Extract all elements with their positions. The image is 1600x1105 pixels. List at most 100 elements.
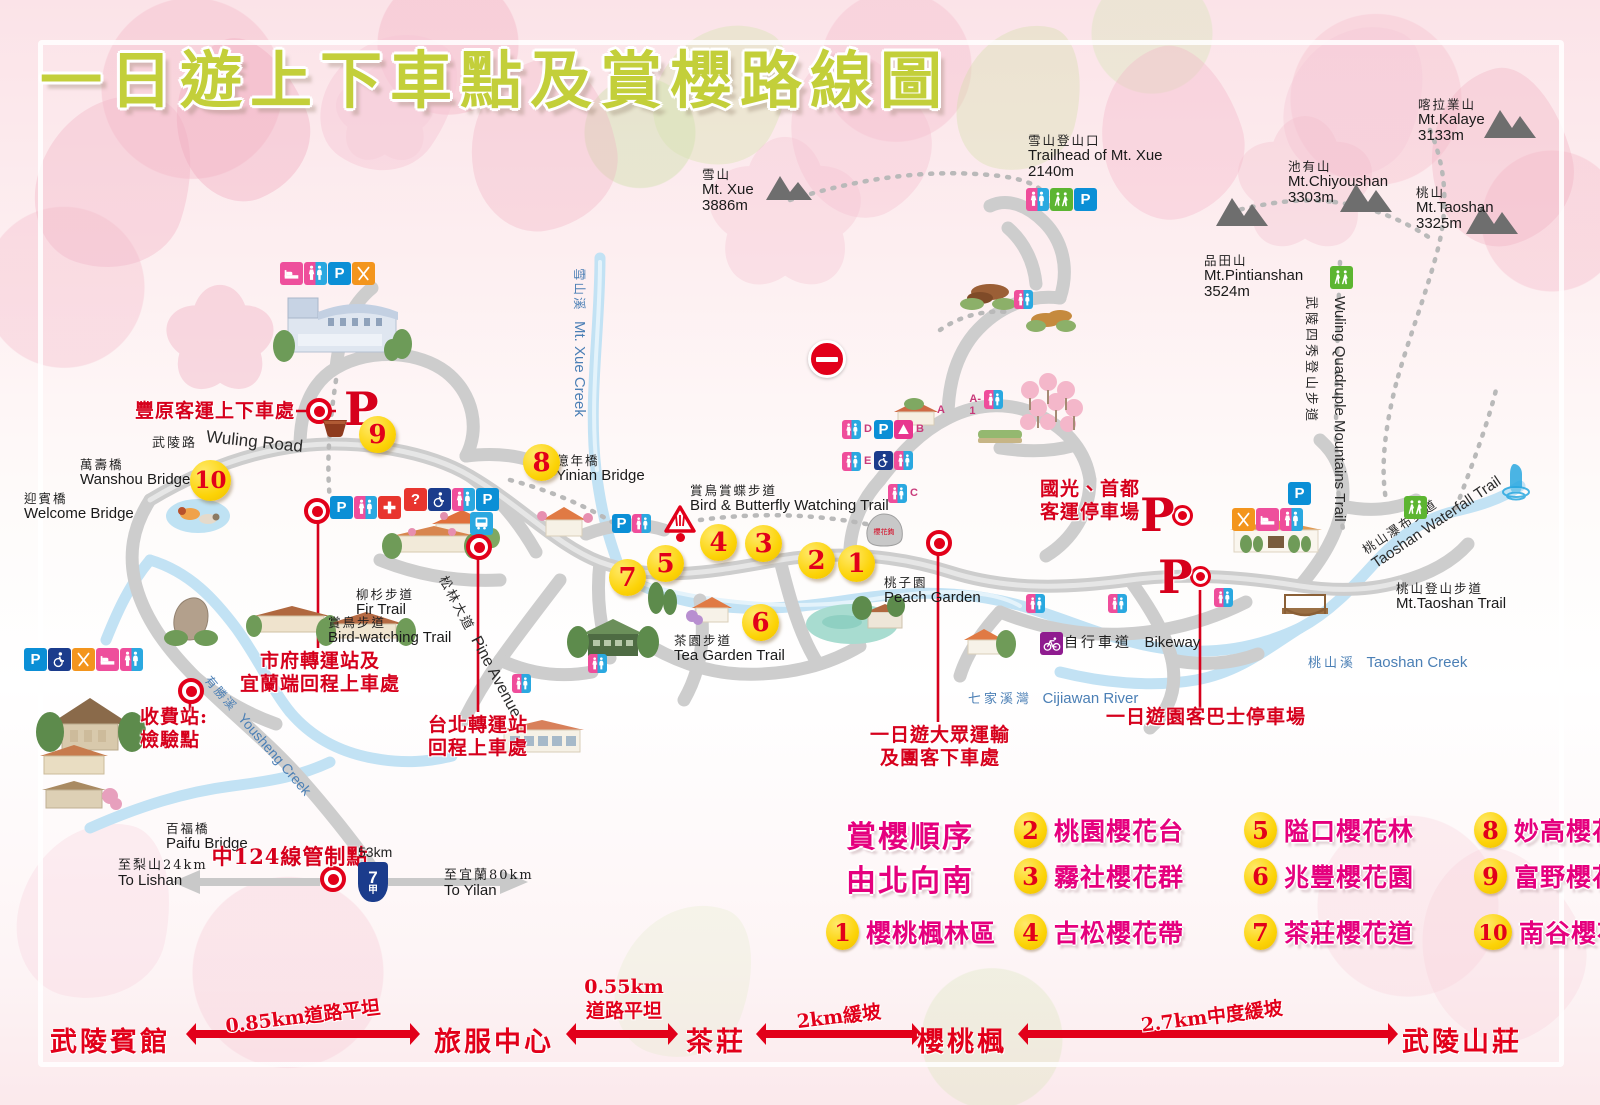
hiking-icon — [1330, 266, 1353, 289]
building-small-house-1 — [537, 507, 593, 537]
stop-marker-daytrip-transit[interactable] — [926, 530, 952, 556]
parking-letter-daytrip-bus: P — [1158, 550, 1193, 604]
bicycle-icon — [1040, 632, 1063, 655]
accessible-icon — [48, 648, 71, 671]
parking-icon: P — [1074, 188, 1097, 211]
scale-distance-1-line2: 道路平坦 — [585, 999, 663, 1022]
label-welcome-bridge: 迎賓橋 Welcome Bridge — [24, 491, 134, 522]
icon-group-campsite-acc-wc — [874, 451, 913, 470]
stop-marker-toll-station[interactable] — [178, 678, 204, 704]
mountain-glyph-pintianshan — [1216, 198, 1268, 226]
waterfall-icon — [1502, 464, 1530, 501]
legend-badge-1: 1 — [826, 914, 859, 950]
legend-label-4: 古松櫻花帶 — [1054, 919, 1185, 948]
legend-item-9[interactable]: 9富野櫻花區 — [1474, 858, 1600, 894]
restroom-icon — [842, 420, 861, 439]
scale-node-2: 茶莊 — [686, 1027, 746, 1058]
route-number-10[interactable]: 10 — [190, 460, 231, 501]
campsite-tag-b: B — [916, 423, 924, 435]
building-small-house-2 — [686, 597, 732, 625]
building-small-house-3 — [964, 629, 1016, 658]
stop-marker-daytrip-bus-parking[interactable] — [1190, 566, 1211, 587]
campsite-tag-a1: A-1 — [969, 393, 981, 417]
label-bikeway: 自行車道 Bikeway — [1064, 634, 1201, 651]
scale-distance-1-line1: 0.55km — [584, 976, 664, 998]
icon-group-bus-stop — [470, 512, 493, 535]
suspension-bridge — [1282, 594, 1328, 617]
restroom-icon — [1280, 508, 1303, 531]
route-number-7[interactable]: 7 — [609, 559, 646, 596]
stop-marker-taipei-transfer[interactable] — [466, 534, 492, 560]
route-shield: 7 甲 — [358, 862, 388, 902]
stop-marker-kuokuang-parking[interactable] — [1172, 505, 1193, 526]
teacup-icon — [320, 416, 350, 447]
legend-label-8: 妙高櫻花坡 — [1514, 817, 1600, 846]
icon-group-right-wc-2 — [1108, 594, 1127, 613]
icon-group-quadruple-hike — [1330, 266, 1353, 289]
restroom-icon — [588, 654, 607, 673]
mushroom-illustration — [960, 284, 1016, 310]
bus-icon — [470, 512, 493, 535]
route-number-6[interactable]: 6 — [742, 604, 779, 641]
scale-arrows — [186, 1023, 1398, 1045]
route-number-1[interactable]: 1 — [838, 545, 875, 582]
scale-node-3: 櫻桃楓 — [917, 1027, 1007, 1058]
legend-badge-7: 7 — [1244, 914, 1277, 950]
stop-marker-city-transfer[interactable] — [304, 498, 330, 524]
legend-item-10[interactable]: 10南谷櫻花台 — [1474, 914, 1600, 950]
accessible-icon — [874, 451, 893, 470]
route-number-5[interactable]: 5 — [647, 545, 684, 582]
icon-group-campsite-c: C — [888, 484, 918, 503]
legend-item-8[interactable]: 8妙高櫻花坡 — [1474, 812, 1600, 848]
annotation-city-transfer: 市府轉運站及 宜蘭端回程上車處 — [239, 650, 401, 696]
restroom-icon — [512, 674, 531, 693]
icon-group-visitor-center: ? P — [404, 488, 499, 511]
label-mt-xue: 雪山 Mt. Xue 3886m — [702, 167, 754, 214]
parking-icon: P — [328, 262, 351, 285]
svg-text:櫻花鉤: 櫻花鉤 — [874, 527, 895, 536]
icon-group-guesthouse: P — [280, 262, 375, 285]
label-yinian-bridge: 億年橋 Yinian Bridge — [556, 453, 645, 484]
restroom-icon — [1026, 188, 1049, 211]
stop-marker-fengyuan[interactable] — [306, 398, 332, 424]
route-number-3[interactable]: 3 — [745, 525, 782, 562]
icon-group-campsite-d: D — [842, 420, 872, 439]
icon-group-trailhead: P — [1026, 188, 1097, 211]
camping-icon — [894, 420, 913, 439]
parking-icon: P — [330, 496, 353, 519]
annotation-fengyuan-stop: 豐原客運上下車處 — [134, 400, 295, 422]
label-to-lishan: 至梨山24km To Lishan — [118, 858, 208, 890]
parking-icon: P — [874, 420, 893, 439]
legend-label-3: 霧社櫻花群 — [1054, 863, 1185, 892]
icon-group-villa-services — [1232, 508, 1303, 531]
icon-group-center-parking: P — [612, 514, 651, 533]
legend-heading: 賞櫻順序 由北向南 — [846, 820, 974, 899]
stop-marker-control-point[interactable] — [320, 866, 346, 892]
restroom-icon — [304, 262, 327, 285]
restroom-icon — [894, 451, 913, 470]
label-cijiawan-river: 七家溪灣 Cijiawan River — [968, 690, 1139, 707]
route-number-2[interactable]: 2 — [798, 542, 835, 579]
mountain-glyph-chiyoushan — [1340, 184, 1392, 212]
label-peach-garden: 桃子園 Peach Garden — [884, 575, 981, 606]
legend-label-7: 茶莊櫻花道 — [1284, 919, 1415, 948]
building-lodge-2 — [42, 781, 122, 810]
lodging-icon — [280, 262, 303, 285]
route-number-9[interactable]: 9 — [359, 416, 396, 453]
icon-group-wc-left — [512, 674, 531, 693]
annotation-taipei-transfer: 台北轉運站 回程上車處 — [427, 714, 529, 760]
restaurant-icon — [352, 262, 375, 285]
route-number-4[interactable]: 4 — [700, 524, 737, 561]
icon-group-villa-parking: P — [1288, 482, 1311, 505]
route-number-8[interactable]: 8 — [523, 444, 560, 481]
hiking-icon — [1050, 188, 1073, 211]
